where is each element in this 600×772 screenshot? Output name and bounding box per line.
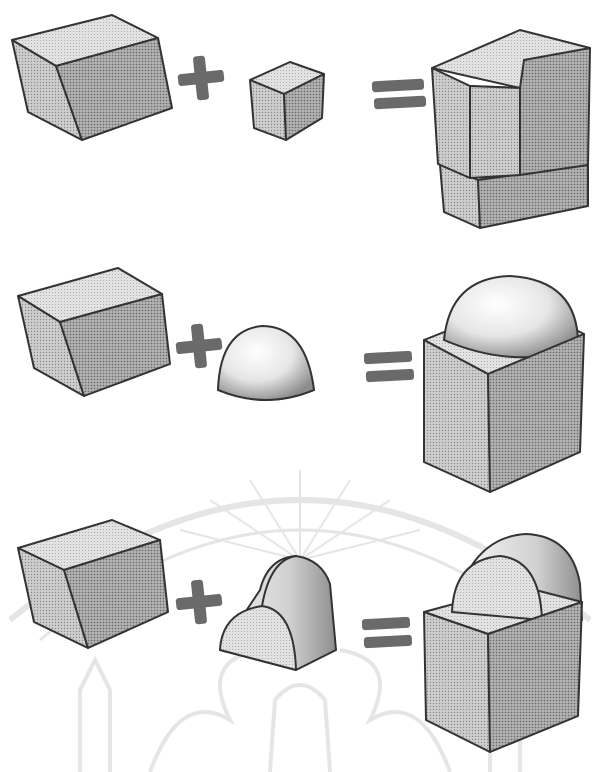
plus-operator	[175, 579, 222, 624]
half-cylinder-vault-shape	[220, 556, 336, 670]
plus-operator	[175, 323, 222, 368]
equals-operator	[364, 351, 415, 382]
cube-shape	[18, 520, 168, 648]
plus-operator	[177, 55, 224, 100]
hemisphere-shape	[218, 326, 314, 400]
hemisphere-cube-result	[424, 276, 584, 492]
row-1	[12, 15, 590, 228]
equals-operator	[372, 79, 427, 110]
cube-shape	[12, 15, 172, 140]
small-cube-shape	[250, 62, 324, 140]
row-2	[18, 268, 584, 492]
equals-operator	[362, 617, 413, 648]
combined-cube-result	[432, 30, 590, 228]
cube-shape	[18, 268, 170, 396]
